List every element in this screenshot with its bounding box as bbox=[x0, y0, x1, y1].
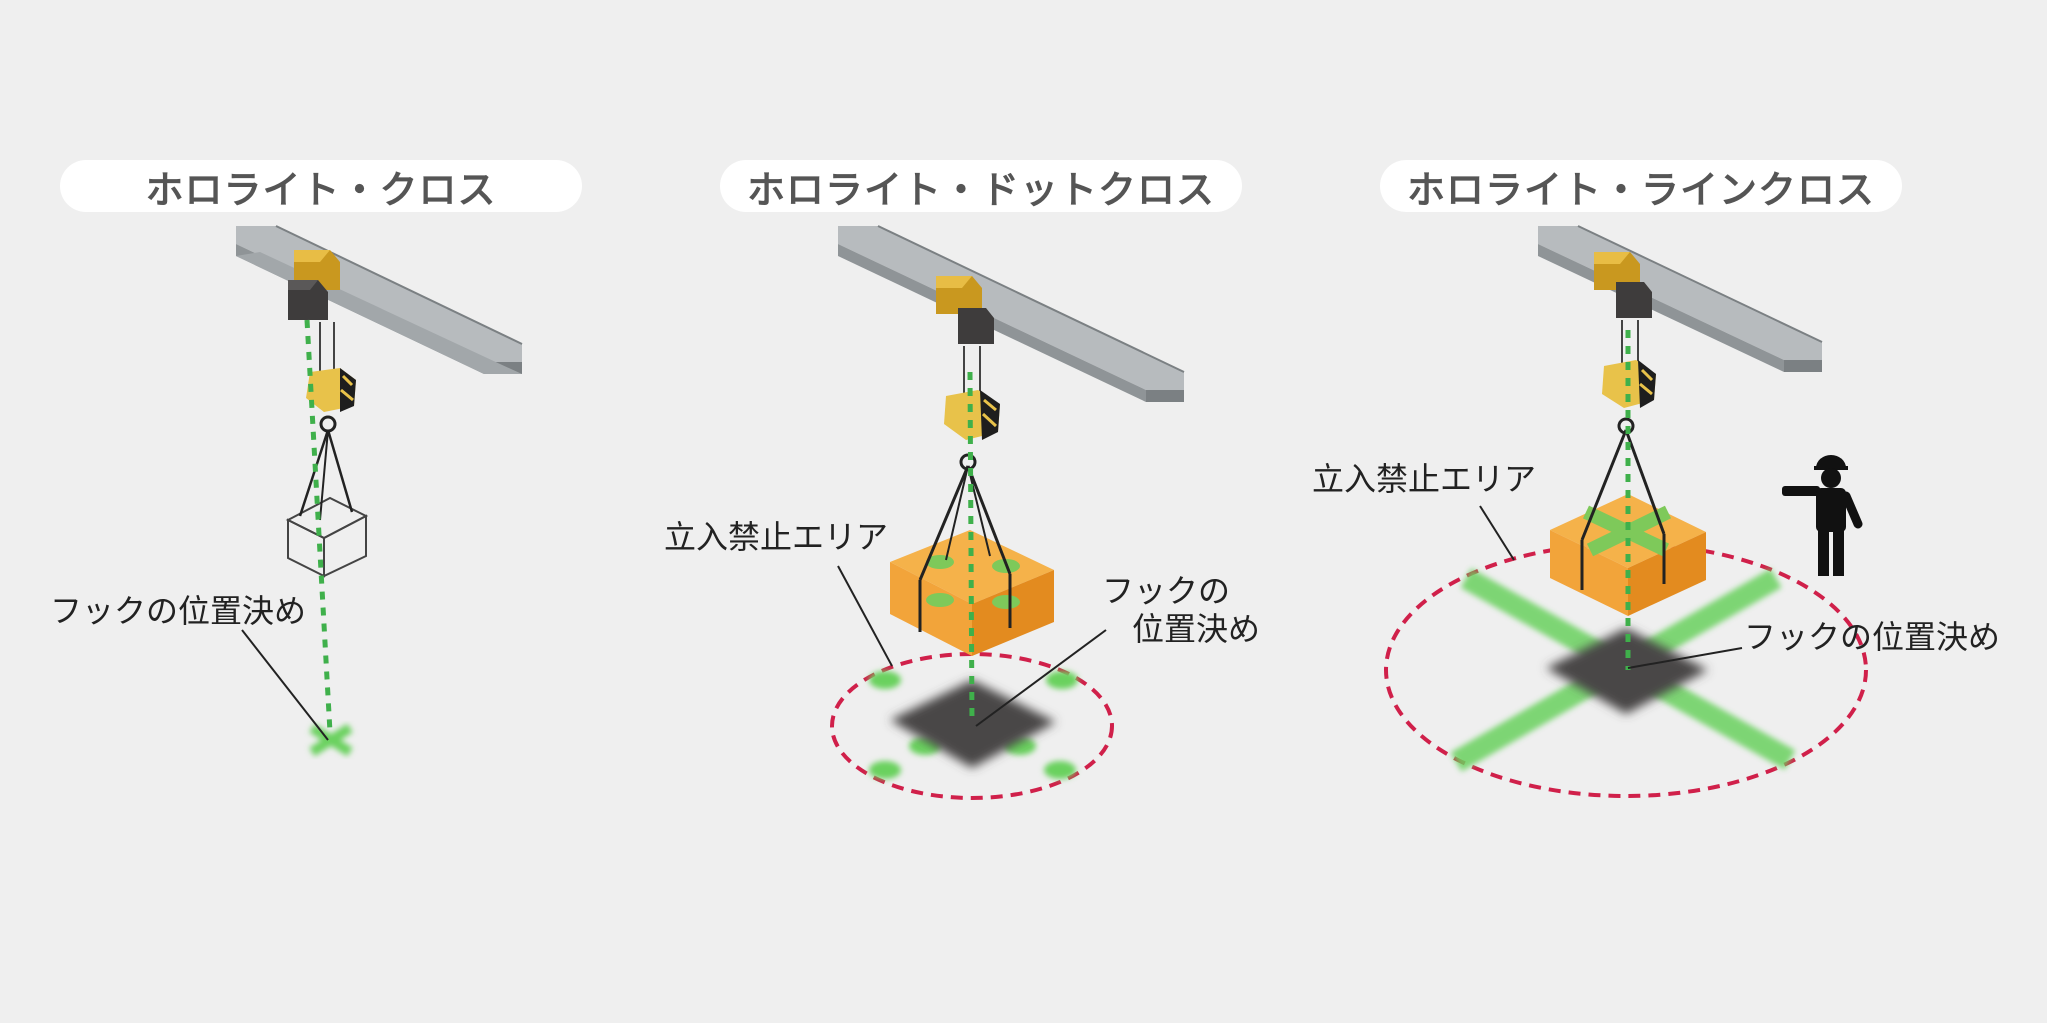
panel-3-zone-label: 立入禁止エリア bbox=[1312, 460, 1537, 498]
laser-beam bbox=[967, 371, 975, 725]
zone-label-leader bbox=[1479, 505, 1515, 561]
target-pad bbox=[1546, 628, 1708, 714]
cargo-box-icon bbox=[890, 465, 1054, 656]
crane-beam-icon bbox=[838, 225, 1185, 402]
hoist-trolley-icon bbox=[936, 276, 994, 344]
panel-2-hook-label-line1: フックの bbox=[1102, 572, 1231, 610]
hook-label-leader bbox=[1627, 647, 1743, 669]
panel-3-graphic bbox=[1384, 225, 1868, 798]
laser-beam bbox=[304, 319, 333, 733]
exclusion-zone bbox=[830, 652, 1114, 800]
panel-2-graphic bbox=[830, 225, 1185, 800]
hoist-trolley-icon bbox=[1594, 252, 1652, 318]
panel-1-hook-label: フックの位置決め bbox=[50, 592, 307, 630]
hook-block-icon bbox=[306, 368, 356, 433]
crane-beam-icon bbox=[236, 225, 523, 374]
panel-2-zone-label: 立入禁止エリア bbox=[664, 518, 889, 556]
green-dot-pattern bbox=[869, 671, 1078, 779]
panel-1-graphic bbox=[236, 225, 523, 757]
panel-2-title: ホロライト・ドットクロス bbox=[720, 160, 1242, 212]
panel-2-hook-label: フックの 位置決め bbox=[1102, 572, 1260, 648]
zone-label-leader bbox=[837, 565, 893, 667]
panel-3-hook-label: フックの位置決め bbox=[1744, 618, 2001, 656]
cargo-box-icon bbox=[285, 429, 369, 578]
hoist-trolley-icon bbox=[288, 250, 340, 320]
hook-block-icon bbox=[944, 390, 1000, 471]
laser-cross-mark bbox=[309, 723, 353, 757]
target-pad bbox=[890, 680, 1056, 768]
crane-beam-icon bbox=[1538, 225, 1823, 372]
hook-label-leader bbox=[241, 629, 329, 741]
cargo-box-icon bbox=[1550, 429, 1706, 616]
panel-1-title: ホロライト・クロス bbox=[60, 160, 582, 212]
hook-label-leader bbox=[975, 629, 1107, 727]
panel-2-hook-label-line2: 位置決め bbox=[1132, 610, 1261, 648]
worker-icon bbox=[1782, 455, 1863, 576]
panel-3-title: ホロライト・ラインクロス bbox=[1380, 160, 1902, 212]
